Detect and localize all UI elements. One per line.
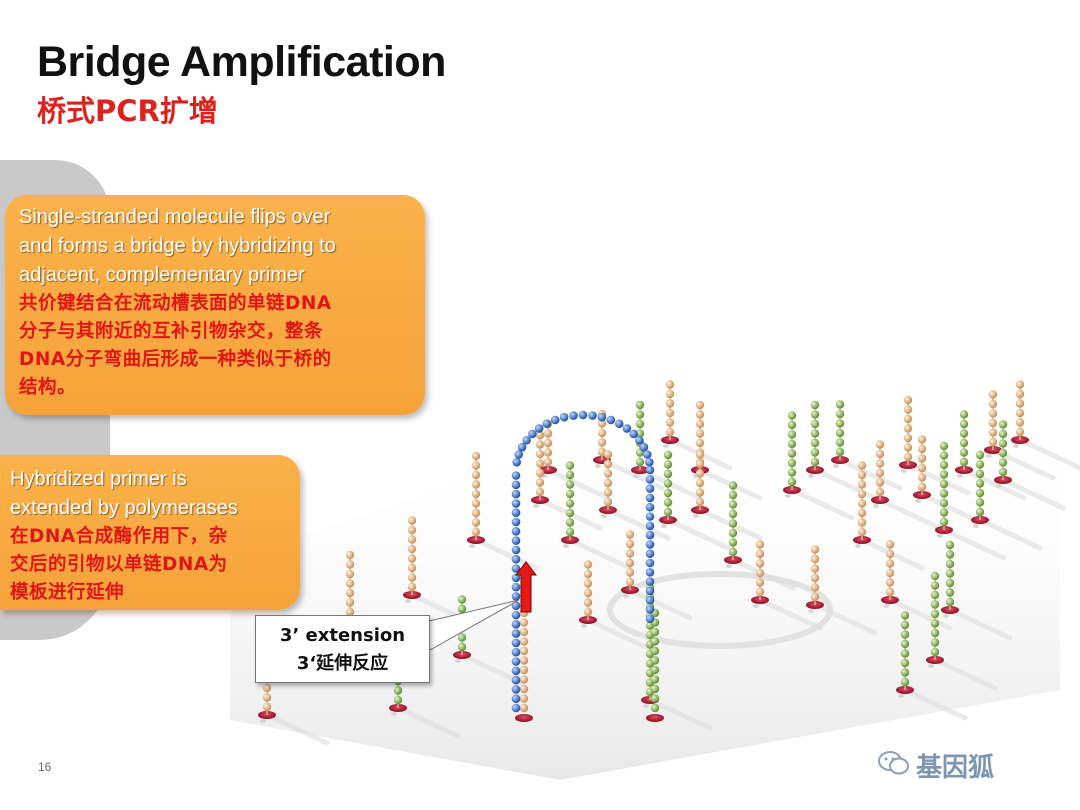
extension-label-box: 3’ extension 3‘延伸反应 [255,615,430,683]
flow-cell-surface [230,400,1060,780]
callout-1-zh-line-4: 结构。 [19,377,77,398]
callout-1-en-line-3: adjacent, complementary primer [19,264,305,286]
callout-2-en-line-2: extended by polymerases [10,497,238,519]
callout-1-en-line-1: Single-stranded molecule flips over [19,206,331,228]
callout-2-zh-line-1: 在DNA合成酶作用下，杂 [10,526,228,547]
callout-primer-extension: Hybridized primer is extended by polymer… [0,455,300,610]
slide-title: Bridge Amplification [37,38,446,86]
callout-1-en-line-2: and forms a bridge by hybridizing to [19,235,336,257]
slide-subtitle: 桥式PCR扩增 [37,94,218,128]
callout-2-zh-line-3: 模板进行延伸 [10,582,125,603]
extension-label-en: 3’ extension [279,625,406,646]
callout-bridge-formation: Single-stranded molecule flips over and … [5,195,425,415]
page-number: 16 [38,760,52,774]
callout-1-zh-line-3: DNA分子弯曲后形成一种类似于桥的 [19,349,332,370]
extension-label-zh: 3‘延伸反应 [296,653,389,674]
callout-1-zh-line-2: 分子与其附近的互补引物杂交，整条 [19,321,324,342]
callout-2-en-line-1: Hybridized primer is [10,468,187,490]
wechat-icon [878,751,909,775]
callout-2-zh-line-2: 交后的引物以单链DNA为 [10,554,228,575]
watermark: 基因狐 [878,738,1058,788]
callout-1-zh-line-1: 共价键结合在流动槽表面的单链DNA [19,293,332,314]
bridged-dna-strand [511,410,664,722]
watermark-text: 基因狐 [916,753,995,783]
extension-arrow-icon [514,561,538,613]
